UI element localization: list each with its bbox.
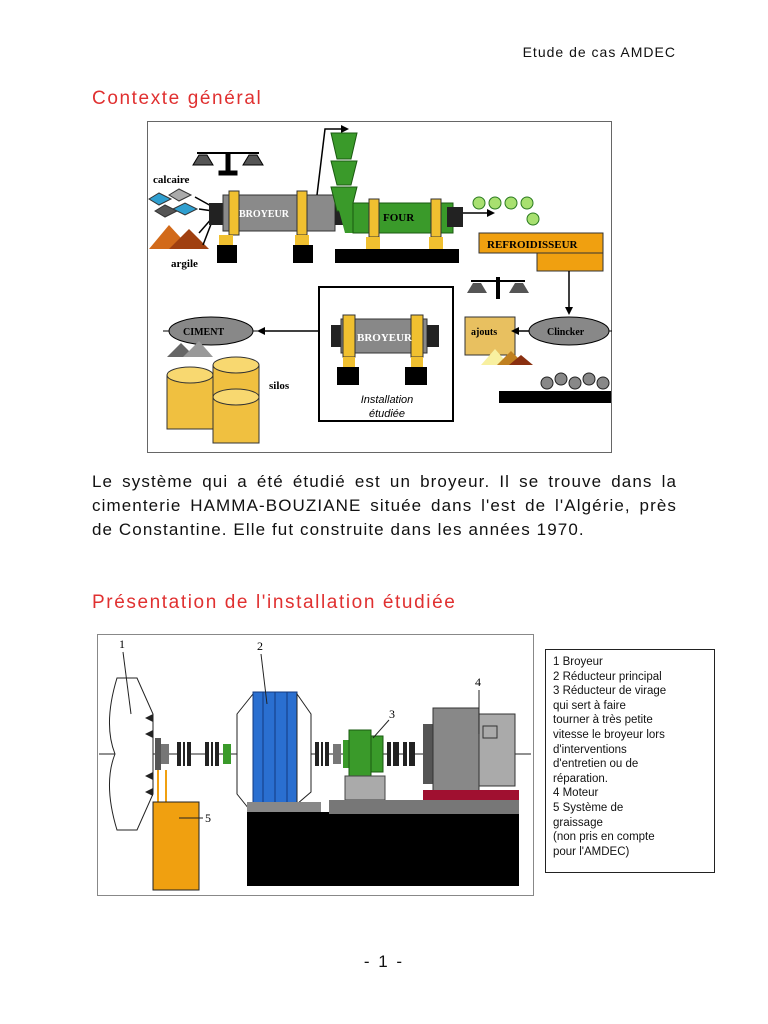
legend-line: réparation.	[553, 772, 608, 785]
section-title-presentation: Présentation de l'installation étudiée	[92, 592, 457, 613]
label-ciment: CIMENT	[183, 327, 224, 338]
page-number: - 1 -	[363, 952, 405, 971]
number-1: 1	[119, 637, 125, 651]
number-3: 3	[389, 707, 395, 721]
silos	[166, 356, 260, 444]
label-refroidisseur: REFROIDISSEUR	[487, 239, 579, 251]
label-four: FOUR	[383, 212, 415, 224]
number-4: 4	[475, 675, 481, 689]
argile-pile	[149, 225, 209, 249]
page-header: Etude de cas AMDEC	[522, 44, 676, 60]
ciment-tank	[163, 316, 263, 357]
description-paragraph: Le système qui a été étudié est un broye…	[92, 472, 677, 539]
legend-line: 2 Réducteur principal	[553, 670, 662, 683]
legend-line: vitesse le broyeur lors	[553, 728, 665, 741]
installation-diagram: 1 2 3	[97, 634, 534, 896]
broyeur-mill-1	[209, 190, 349, 263]
moteur	[423, 707, 519, 802]
legend-line: d'interventions	[553, 743, 627, 756]
label-installation-2: étudiée	[369, 408, 405, 420]
number-5: 5	[205, 811, 211, 825]
legend-line: 4 Moteur	[553, 787, 599, 800]
broyeur-mill-2	[331, 314, 439, 385]
label-broyeur-2: BROYEUR	[357, 332, 413, 344]
legend-line: 3 Réducteur de virage	[553, 685, 667, 698]
label-installation-1: Installation	[361, 394, 414, 406]
broyeur-part-1	[108, 677, 154, 831]
label-calcaire: calcaire	[153, 174, 190, 186]
conveyor-line	[316, 128, 341, 196]
legend-line: pour l'AMDEC)	[553, 845, 630, 858]
section-title-contexte: Contexte général	[92, 88, 263, 109]
process-diagram: calcaire argile BROYEUR	[147, 121, 612, 453]
couplings-left	[155, 738, 231, 770]
label-broyeur-1: BROYEUR	[239, 209, 290, 220]
label-ajouts: ajouts	[471, 327, 497, 338]
clinker-balls	[472, 196, 540, 226]
legend-line: graissage	[553, 816, 603, 829]
ajouts-icons	[464, 277, 533, 365]
legend-line: 5 Système de	[553, 801, 624, 814]
number-2: 2	[257, 639, 263, 653]
four-kiln	[335, 198, 463, 263]
label-clincker: Clincker	[547, 327, 585, 338]
calcaire-rocks	[148, 188, 199, 218]
refroidisseur-cooler	[478, 232, 604, 272]
preheater-tower	[330, 132, 358, 212]
systeme-graissage	[152, 770, 200, 891]
label-argile: argile	[171, 258, 198, 270]
legend-line: (non pris en compte	[553, 831, 655, 844]
reducteur-virage	[344, 729, 386, 801]
couplings-middle	[315, 740, 349, 768]
couplings-right	[387, 742, 415, 766]
label-silos: silos	[269, 380, 290, 392]
legend-line: d'entretien ou de	[553, 758, 639, 771]
legend-line: tourner à très petite	[553, 714, 653, 727]
legend-line: 1 Broyeur	[553, 656, 603, 668]
clinker-pile	[540, 372, 610, 390]
base-frame	[247, 812, 519, 886]
installation-box	[318, 286, 454, 422]
scale-icon	[192, 152, 264, 176]
legend-box: 1 Broyeur 2 Réducteur principal 3 Réduct…	[545, 649, 715, 873]
legend-line: qui sert à faire	[553, 699, 626, 712]
reducteur-principal	[236, 691, 321, 816]
